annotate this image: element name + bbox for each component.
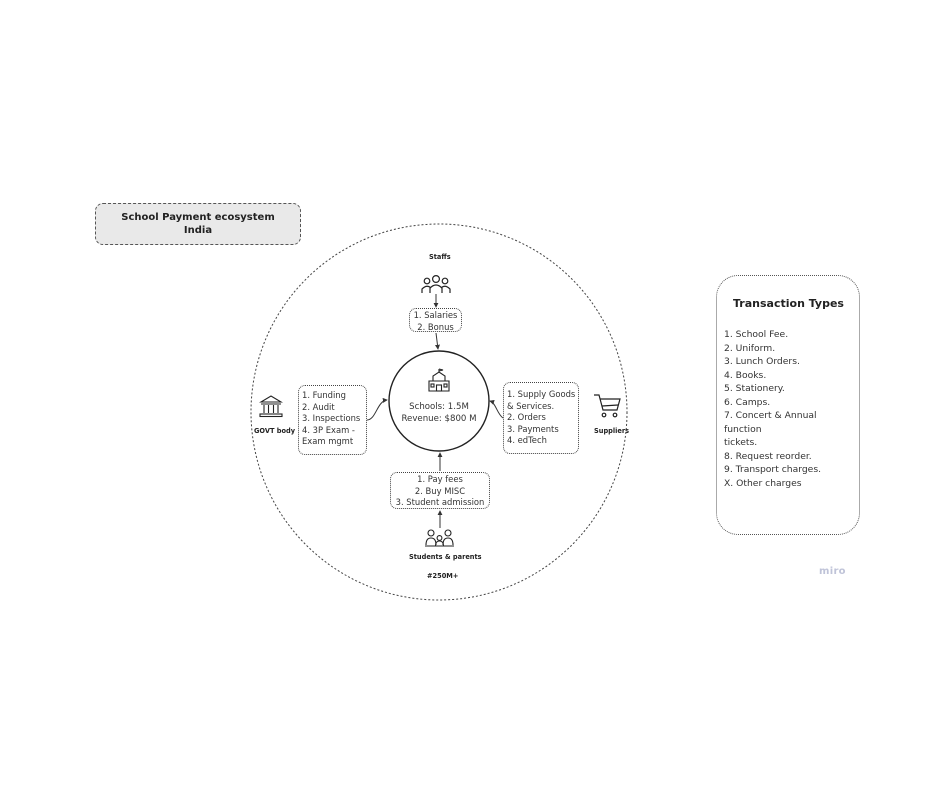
miro-watermark: miro (819, 566, 846, 577)
staffs-label: Staffs (429, 253, 451, 261)
govt-label: GOVT body (254, 427, 296, 435)
connector-staffs-to-school (435, 332, 440, 350)
transaction-type-item: 8. Request reorder. (724, 450, 812, 462)
students-parents-icon (425, 529, 454, 547)
connector-suppliers-to-school (489, 399, 504, 419)
government-building-icon (259, 395, 283, 418)
students-label: Students & parents (409, 553, 482, 561)
connector-govt-to-school (366, 397, 388, 421)
flow-item: 2. Audit (302, 401, 335, 412)
transaction-type-item: X. Other charges (724, 477, 802, 489)
transaction-types-title: Transaction Types (733, 297, 844, 310)
transaction-type-item: 4. Books. (724, 369, 767, 381)
flow-item: 3. Student admission (395, 497, 485, 507)
students-count: #250M+ (427, 572, 459, 580)
suppliers-label: Suppliers (594, 427, 630, 435)
school-hub-circle (388, 350, 490, 452)
transaction-type-item: 3. Lunch Orders. (724, 356, 800, 367)
school-building-icon (428, 368, 450, 392)
schools-count: Schools: 1.5M (409, 402, 469, 412)
transaction-type-item: 6. Camps. (724, 396, 771, 408)
title-line-2: India (183, 225, 213, 236)
flow-item: 1. Salaries (413, 310, 458, 320)
transaction-types-list: 1. School Fee. 2. Uniform. 3. Lunch Orders… (724, 328, 853, 490)
govt-flow-box[interactable]: 1. Funding 2. Audit 3. Inspections 4. 3P… (298, 385, 367, 455)
flow-item: & Services. (507, 400, 555, 411)
transaction-type-item: tickets. (724, 437, 758, 448)
transaction-types-card[interactable]: Transaction Types 1. School Fee. 2. Unifo… (716, 275, 860, 535)
title-line-1: School Payment ecosystem (121, 212, 275, 223)
transaction-type-item: 9. Transport charges. (724, 464, 822, 475)
flow-item: 2. Bonus (417, 321, 454, 332)
flow-item: 2. Orders (507, 412, 546, 422)
flow-item: 1. Supply Goods (507, 389, 576, 399)
ecosystem-boundary (250, 223, 628, 601)
diagram-title-card[interactable]: School Payment ecosystem India (95, 203, 301, 245)
flow-item: 3. Payments (507, 423, 559, 434)
flow-item: 4. 3P Exam - (302, 424, 355, 435)
transaction-type-item: 1. School Fee. (724, 329, 789, 340)
flow-item: 1. Pay fees (417, 474, 463, 484)
school-hub-text: Schools: 1.5M Revenue: $800 M (389, 401, 489, 425)
revenue-value: Revenue: $800 M (401, 414, 477, 424)
students-flow-box[interactable]: 1. Pay fees 2. Buy MISC 3. Student admis… (390, 472, 490, 509)
flow-item: 2. Buy MISC (414, 485, 466, 496)
transaction-type-item: 7. Concert & Annual function (724, 410, 817, 435)
transaction-type-item: 2. Uniform. (724, 342, 776, 354)
staffs-flow-box[interactable]: 1. Salaries 2. Bonus (409, 308, 462, 332)
shopping-cart-icon (594, 394, 621, 418)
people-group-icon (421, 275, 451, 293)
flow-item: 3. Inspections (302, 413, 361, 423)
transaction-type-item: 5. Stationery. (724, 383, 785, 394)
flow-item: 4. edTech (507, 435, 547, 445)
flow-item: 1. Funding (302, 390, 346, 400)
flow-item: Exam mgmt (302, 436, 354, 446)
suppliers-flow-box[interactable]: 1. Supply Goods & Services. 2. Orders 3.… (503, 382, 579, 454)
